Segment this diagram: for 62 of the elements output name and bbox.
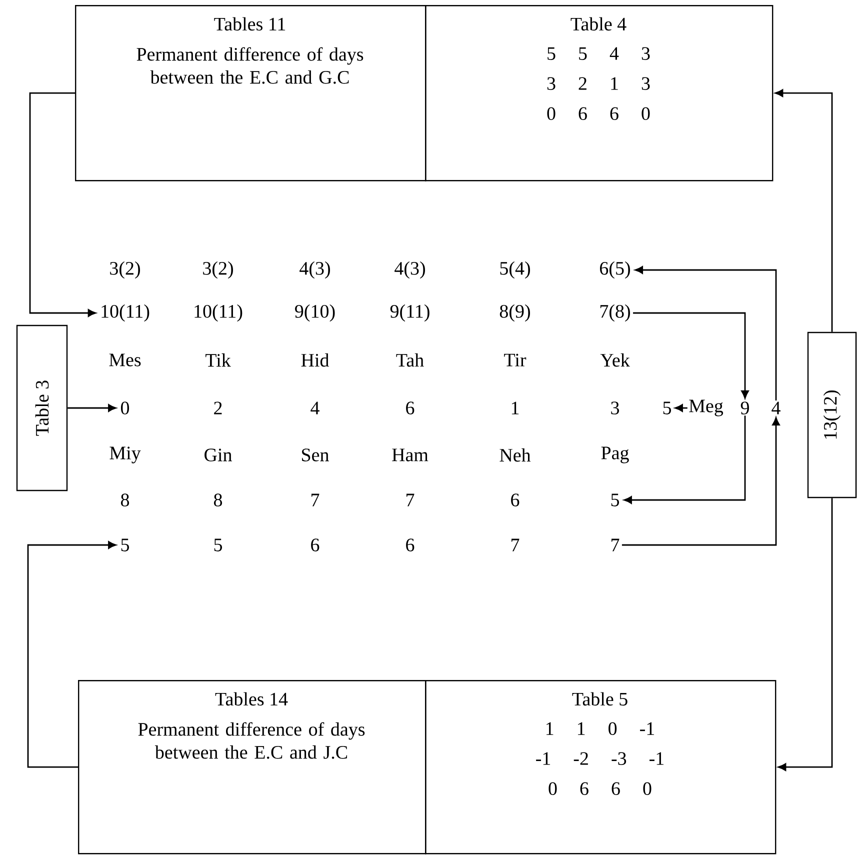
label-box: Table 3: [16, 324, 68, 492]
grid-value: 8: [120, 494, 130, 506]
table-box: Tables 11 Permanent difference of days between the E.C and G.C: [75, 5, 426, 182]
grid-value: 6(5): [600, 261, 630, 279]
grid-value: 4: [310, 402, 320, 414]
month-name: Pag: [601, 446, 629, 464]
arrow: [624, 416, 746, 504]
month-name: Tik: [206, 353, 231, 367]
grid-value: 6: [406, 538, 414, 552]
label-box: 13(12): [807, 332, 857, 498]
arrow: [27, 541, 116, 768]
grid-value: 5: [663, 402, 671, 414]
table-box: Table 4 5 5 4 3 3 2 1 3 0 6 6 0: [425, 5, 774, 182]
month-name: Tah: [396, 353, 424, 367]
grid-value: 8: [214, 494, 222, 506]
arrow: [622, 417, 780, 546]
grid-value: 9: [740, 402, 749, 414]
month-name: Hid: [301, 353, 330, 367]
table-box: Table 5 1 1 0 -1 -1 -2 -3 -1 0 6 6 0: [425, 680, 776, 854]
grid-value: 6: [511, 494, 520, 506]
grid-value: 5(4): [500, 261, 530, 279]
arrow: [774, 89, 833, 332]
grid-value: 7: [612, 538, 620, 552]
month-name: Tir: [504, 354, 526, 366]
grid-value: Meg: [689, 400, 724, 416]
grid-value: 4: [772, 402, 780, 414]
grid-value: 6: [311, 538, 320, 552]
grid-value: 8(9): [500, 304, 530, 322]
grid-value: 2: [214, 402, 222, 414]
arrow: [68, 404, 116, 412]
grid-value: 3(2): [203, 261, 233, 279]
grid-value: 10(11): [194, 304, 242, 322]
grid-value: 9(10): [295, 304, 335, 322]
grid-value: 10(11): [102, 304, 150, 322]
grid-value: 1: [512, 402, 519, 414]
grid-value: 7(8): [600, 304, 630, 322]
grid-value: 6: [406, 402, 414, 414]
month-name: Yek: [600, 353, 630, 367]
arrow: [634, 266, 777, 401]
month-name: Mes: [109, 354, 141, 366]
table-box: Tables 14 Permanent difference of days between the E.C and J.C: [78, 680, 426, 854]
month-name: Ham: [392, 448, 428, 462]
grid-value: 4(3): [300, 261, 330, 279]
grid-value: 5: [214, 538, 222, 552]
month-name: Neh: [500, 448, 531, 462]
grid-value: 7: [406, 494, 414, 506]
month-name: Miy: [110, 446, 141, 464]
arrow: [674, 404, 688, 412]
grid-value: 0: [120, 402, 130, 414]
grid-value: 3: [611, 402, 619, 414]
arrow: [778, 498, 833, 771]
arrow: [633, 312, 749, 399]
grid-value: 4(3): [394, 261, 425, 279]
month-name: Gin: [204, 448, 232, 462]
grid-value: 5: [611, 494, 619, 506]
grid-value: 7: [512, 538, 520, 552]
month-name: Sen: [302, 448, 329, 462]
grid-value: 5: [121, 538, 129, 552]
grid-value: 7: [312, 494, 320, 506]
arrow: [29, 92, 96, 317]
grid-value: 3(2): [110, 261, 140, 279]
grid-value: 9(11): [390, 304, 430, 322]
